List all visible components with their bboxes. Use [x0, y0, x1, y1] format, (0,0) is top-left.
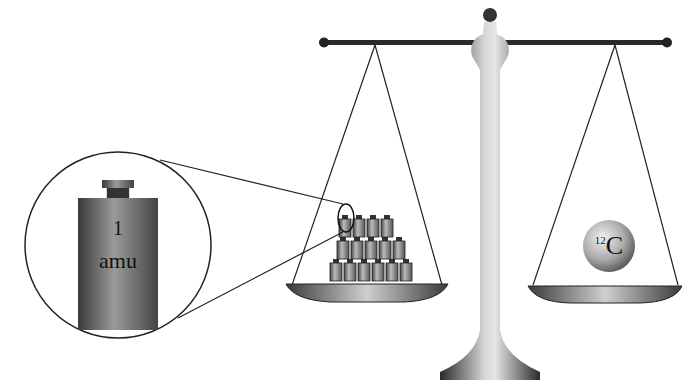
- mass-number: 1: [113, 218, 123, 238]
- small-weight: [381, 219, 393, 237]
- small-weight: [330, 263, 342, 281]
- small-weight-knob: [347, 259, 353, 263]
- element-symbol: C: [606, 233, 623, 259]
- small-weight-knob: [340, 237, 346, 241]
- small-weight: [365, 241, 377, 259]
- small-weight: [372, 263, 384, 281]
- balance-post: [440, 22, 540, 380]
- small-weight: [379, 241, 391, 259]
- small-weight: [367, 219, 379, 237]
- weight-stack: [330, 215, 412, 281]
- zoom-circle: [25, 152, 211, 338]
- small-weight: [337, 241, 349, 259]
- small-weight-knob: [403, 259, 409, 263]
- small-weight-knob: [396, 237, 402, 241]
- beam-knob: [662, 38, 672, 48]
- small-weight: [353, 219, 365, 237]
- small-weight-knob: [382, 237, 388, 241]
- isotope-number: 12: [595, 235, 606, 246]
- unit-label: amu: [99, 250, 137, 272]
- small-weight-knob: [384, 215, 390, 219]
- small-weight: [400, 263, 412, 281]
- left-pan: [286, 284, 448, 302]
- carbon-atom: 12C: [583, 220, 635, 272]
- weight-body: [78, 198, 158, 330]
- small-weight-knob: [389, 259, 395, 263]
- atom-sphere: [583, 220, 635, 272]
- highlight-ring: [338, 204, 354, 232]
- small-weight-knob: [370, 215, 376, 219]
- small-weight: [386, 263, 398, 281]
- small-weight: [351, 241, 363, 259]
- right-pan: [528, 286, 682, 303]
- small-weight-knob: [354, 237, 360, 241]
- small-weight: [393, 241, 405, 259]
- post-knob: [483, 8, 497, 22]
- small-weight-knob: [368, 237, 374, 241]
- beam-knob: [319, 38, 329, 48]
- small-weight: [344, 263, 356, 281]
- small-weight-knob: [356, 215, 362, 219]
- small-weight: [358, 263, 370, 281]
- small-weight-knob: [361, 259, 367, 263]
- amu-weight: 1 amu: [78, 180, 158, 330]
- small-weight-knob: [375, 259, 381, 263]
- small-weight-knob: [342, 215, 348, 219]
- pan-strings: [292, 45, 678, 285]
- small-weight-knob: [333, 259, 339, 263]
- weight-neck: [107, 188, 129, 198]
- weight-knob: [102, 180, 134, 188]
